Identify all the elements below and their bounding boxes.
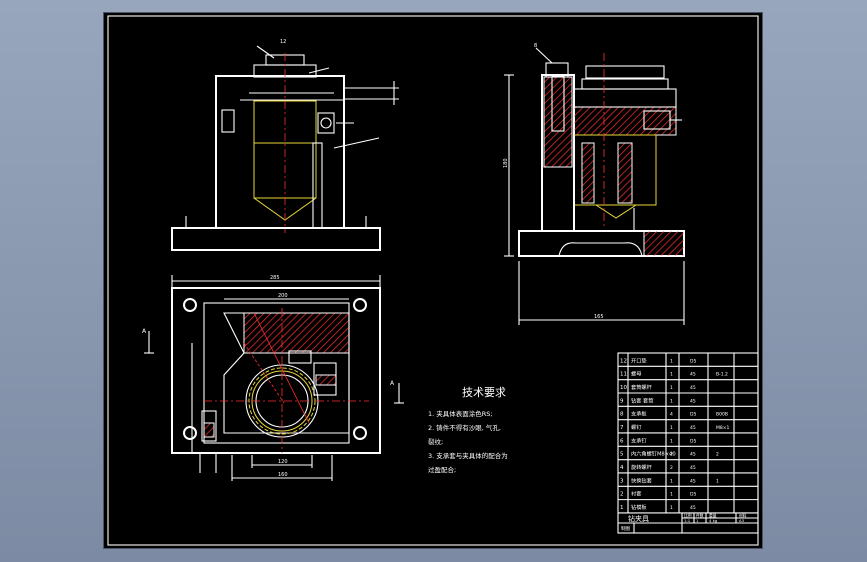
bom-row: 9 钻套 套筒 1 45: [620, 396, 696, 404]
callout-side: 8: [534, 43, 537, 49]
drawing-border: [107, 15, 759, 546]
tech-requirements-title: 技术要求: [462, 386, 506, 399]
dim-plan-bottom2: 160: [278, 472, 288, 478]
title-row-label: 制图: [621, 525, 630, 532]
tech-requirements: 技术要求 1. 夹具体表面涂色RS; 2. 铸件不得有沙眼, 气孔, 裂纹; 3…: [428, 386, 508, 474]
bom-cell-mat: 45: [690, 425, 696, 431]
bom-cell-name: 钻套 套筒: [631, 396, 653, 404]
bom-cell-mat: 45: [690, 398, 696, 404]
bom-cell-no: 4: [620, 465, 624, 471]
bom-cell-qty: 1: [670, 438, 673, 444]
bom-cell-mat: 45: [690, 465, 696, 471]
bom-cell-no: 5: [620, 452, 624, 458]
dim-plan-inner: 200: [278, 293, 288, 299]
bom-row: 1 钻模板 1 45: [620, 503, 696, 511]
bom-row: 10 套筒螺杆 1 45: [620, 383, 696, 391]
bom-cell-name: 快换钻套: [631, 476, 653, 484]
bom-cell-name: 衬套: [631, 490, 642, 498]
bom-cell-no: 12: [620, 358, 627, 364]
dim-front-height: 180: [503, 158, 509, 168]
bom-cell-name: 内六角螺钉M8×40: [631, 450, 676, 458]
tech-req-line-5: 过盈配合;: [428, 465, 456, 474]
bom-cell-mat: 45: [690, 372, 696, 378]
tech-req-line-1: 1. 夹具体表面涂色RS;: [428, 409, 493, 418]
bom-cell-name: 支承板: [631, 410, 647, 418]
bom-cell-note: B-1.2: [716, 372, 728, 378]
plan-view: 285 200 120 160 A A: [142, 275, 404, 481]
tech-req-line-4: 3. 支承套与夹具体的配合为: [428, 451, 508, 460]
bom-cell-qty: 1: [670, 505, 673, 511]
bom-cell-note: M8×1: [716, 425, 730, 431]
bom-row: 12 开口垫 1 D5: [620, 356, 696, 364]
bom-row: 11 螺母 1 45 B-1.2: [620, 370, 728, 378]
bom-cell-mat: D5: [690, 438, 696, 444]
section-marker-left: A: [142, 328, 147, 335]
bom-cell-qty: 1: [670, 478, 673, 484]
bom-cell-mat: 45: [690, 505, 696, 511]
title-block-name: 钻夹具: [628, 514, 649, 523]
bom-cell-no: 11: [620, 372, 627, 378]
bom-cell-qty: 1: [670, 425, 673, 431]
bom-cell-qty: 1: [670, 372, 673, 378]
bom-row: 7 螺钉 1 45 M8×1: [620, 423, 730, 431]
section-marker-right: A: [390, 380, 395, 387]
drawing-sheet: 12 180 165 8: [104, 13, 762, 548]
bom-cell-qty: 1: [670, 385, 673, 391]
bom-cell-no: 10: [620, 385, 627, 391]
bom-cell-mat: 45: [690, 478, 696, 484]
bom-cell-note: 2: [716, 452, 719, 458]
title-cell-count: 件数: [696, 513, 704, 518]
bom-cell-no: 6: [620, 438, 624, 444]
bom-cell-name: 旋转螺杆: [631, 463, 652, 471]
bom-cell-name: 钻模板: [631, 503, 647, 511]
bom-cell-mat: 45: [690, 452, 696, 458]
dim-plan-bottom: 120: [278, 459, 288, 465]
bom-cell-qty: 1: [670, 398, 673, 404]
bom-cell-qty: 4: [670, 412, 673, 418]
bom-cell-no: 3: [620, 478, 624, 484]
title-cell-material: 材料: [739, 513, 747, 518]
side-view: 180 165 8: [503, 43, 685, 325]
bom-cell-mat: D5: [690, 492, 696, 498]
bom-cell-note: 1: [716, 478, 719, 484]
bom-cell-no: 9: [620, 398, 624, 404]
title-value-weight: 4 kg: [709, 518, 718, 523]
tech-req-line-2: 2. 铸件不得有沙眼, 气孔,: [428, 423, 501, 432]
callout-top: 12: [280, 39, 286, 45]
tech-req-line-3: 裂纹;: [428, 437, 443, 446]
bom-cell-name: 螺母: [631, 370, 641, 378]
title-value-material: A3: [739, 518, 745, 523]
bom-cell-no: 2: [620, 492, 624, 498]
title-cell-weight: 重量: [709, 513, 717, 518]
cad-drawing: 12 180 165 8: [107, 15, 759, 546]
bom-cell-mat: 45: [690, 385, 696, 391]
title-value-scale: 1:1: [684, 518, 691, 523]
bom-cell-mat: D5: [690, 412, 696, 418]
title-value-count: 1: [696, 518, 699, 523]
bom-cell-name: 套筒螺杆: [631, 383, 652, 391]
bom-row: 3 快换钻套 1 45 1: [620, 476, 719, 484]
bom-cell-name: 支承钉: [631, 436, 647, 444]
bom-cell-qty: 2: [670, 452, 673, 458]
bom-cell-mat: D5: [690, 358, 696, 364]
bom-cell-name: 螺钉: [631, 423, 641, 431]
dim-side-width: 165: [594, 314, 604, 320]
bom-row: 2 衬套 1 D5: [620, 490, 696, 498]
bom-cell-no: 7: [620, 425, 624, 431]
bom-cell-qty: 2: [670, 465, 673, 471]
title-cell-scale: 比例: [684, 513, 692, 518]
bom-cell-note: B00B: [716, 412, 728, 418]
bom-row: 6 支承钉 1 D5: [620, 436, 696, 444]
bom-cell-no: 1: [620, 505, 624, 511]
bom-cell-no: 8: [620, 412, 624, 418]
dim-plan-width: 285: [270, 275, 280, 281]
bom-cell-name: 开口垫: [631, 356, 647, 364]
bom-cell-qty: 1: [670, 492, 673, 498]
front-view: 12: [171, 39, 399, 251]
bom-row: 4 旋转螺杆 2 45: [620, 463, 696, 471]
bom-row: 8 支承板 4 D5 B00B: [620, 410, 728, 418]
bom-cell-qty: 1: [670, 358, 673, 364]
